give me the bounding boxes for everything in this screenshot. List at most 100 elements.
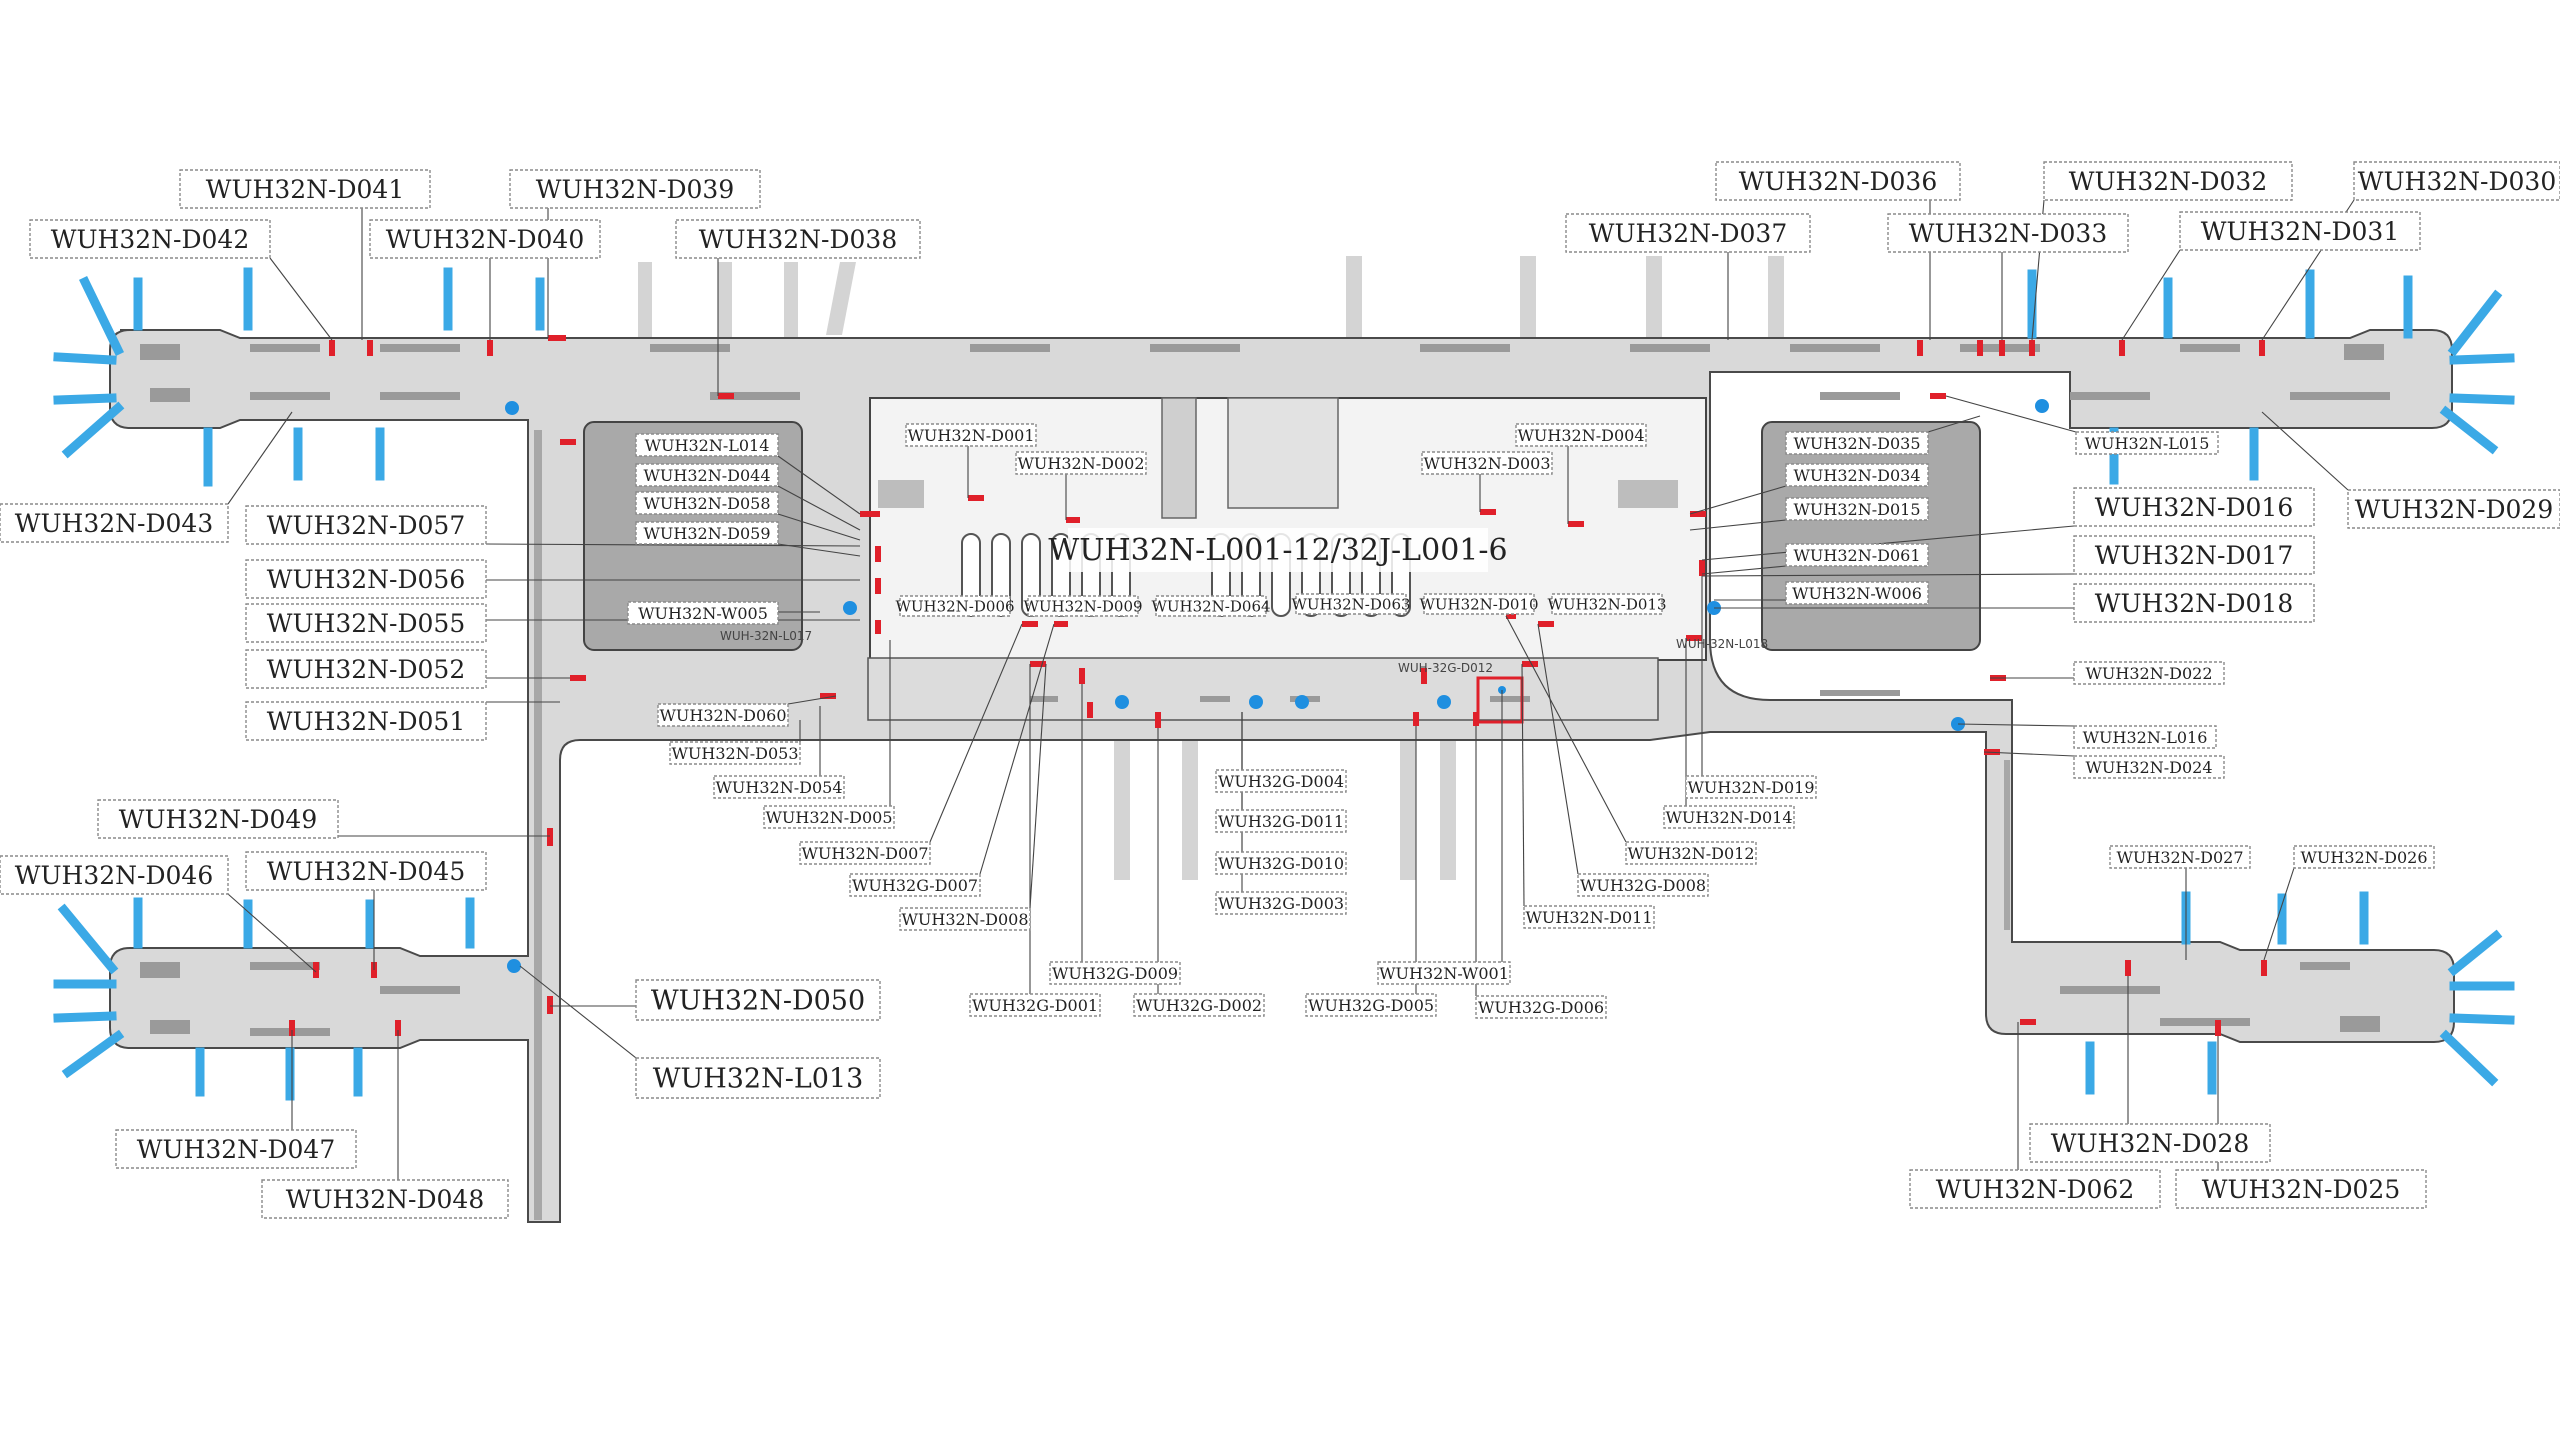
seating-row xyxy=(250,344,320,352)
label-box xyxy=(1049,961,1181,985)
label-box xyxy=(1715,161,1961,201)
door-label: WUH32N-W001 xyxy=(1377,961,1511,985)
label-box xyxy=(97,799,339,839)
door-label: WUH32G-D001 xyxy=(969,993,1101,1017)
label-text: WUH32N-D030 xyxy=(2358,167,2556,196)
label-text: WUH32N-D046 xyxy=(15,861,213,890)
seating-row xyxy=(380,344,460,352)
door-label: WUH32N-D038 xyxy=(675,219,921,259)
boarding-bridge xyxy=(2439,1029,2499,1087)
leader-line xyxy=(1701,565,1787,575)
label-text: WUH32N-D009 xyxy=(1023,597,1142,615)
boarding-bridge xyxy=(2447,289,2503,357)
service-core xyxy=(1161,397,1197,519)
label-box xyxy=(179,169,431,209)
seating-row xyxy=(1150,344,1240,352)
label-box xyxy=(2175,1169,2427,1209)
door-label: WUH32N-D015 xyxy=(1785,497,1929,521)
label-text: WUH32N-D050 xyxy=(651,986,865,1017)
label-text: WUH32N-D061 xyxy=(1793,546,1920,565)
label-text: WUH32N-L015 xyxy=(2085,434,2210,453)
label-box xyxy=(1887,213,2129,253)
boarding-bridge xyxy=(2449,353,2515,365)
label-box xyxy=(635,491,779,515)
boarding-bridge xyxy=(2439,405,2499,455)
door-label: WUH32N-D004 xyxy=(1515,423,1647,447)
door-label: WUH32N-D049 xyxy=(97,799,339,839)
label-box xyxy=(2073,583,2315,623)
label-box xyxy=(1155,595,1267,617)
right-block xyxy=(1761,421,1981,651)
leader-line xyxy=(1927,415,1981,433)
seating-row xyxy=(710,392,800,400)
label-box xyxy=(627,601,779,625)
label-box xyxy=(1515,423,1647,447)
label-text: WUH32N-W001 xyxy=(1379,964,1509,983)
label-box xyxy=(1785,463,1929,487)
central-corridor xyxy=(867,657,1659,721)
door-label: WUH32N-D056 xyxy=(245,559,487,599)
door-label: WUH32G-D010 xyxy=(1215,851,1347,875)
label-text: WUH32G-D004 xyxy=(1218,772,1344,791)
stand-stub xyxy=(784,262,798,342)
location-marker xyxy=(507,959,521,973)
boarding-bridge xyxy=(57,903,119,975)
label-text: WUH32N-D005 xyxy=(765,808,892,827)
label-box xyxy=(245,505,487,545)
boarding-bridge xyxy=(78,275,125,357)
label-text: WUH32N-D060 xyxy=(659,706,786,725)
seating-row xyxy=(2060,986,2160,994)
seating-row xyxy=(1420,344,1510,352)
label-box xyxy=(1133,993,1265,1017)
stand-stub xyxy=(826,262,856,335)
seating-row xyxy=(1200,696,1230,702)
label-text: WUH32N-L014 xyxy=(645,436,770,455)
label-box xyxy=(2179,211,2421,251)
label-text: WUH32N-D036 xyxy=(1739,167,1937,196)
label-box xyxy=(969,993,1101,1017)
door-label: WUH32N-D036 xyxy=(1715,161,1961,201)
label-box xyxy=(905,423,1037,447)
door-label: WUH32N-D013 xyxy=(1547,593,1667,615)
label-box xyxy=(1663,805,1795,829)
label-box xyxy=(1909,1169,2161,1209)
leader-line xyxy=(519,965,637,1059)
seating-row xyxy=(140,344,180,360)
door-label: WUH32N-D012 xyxy=(1625,841,1757,865)
door-label: WUH32N-D016 xyxy=(2073,487,2315,527)
stand-stub xyxy=(1400,730,1416,880)
label-box xyxy=(1785,543,1929,567)
leader-line xyxy=(1505,615,1627,843)
stand-stub xyxy=(638,262,652,342)
location-marker xyxy=(1249,695,1263,709)
door-label: WUH32N-D003 xyxy=(1421,451,1553,475)
seating-row xyxy=(250,392,330,400)
label-text: WUH32N-D058 xyxy=(643,494,770,513)
location-marker xyxy=(505,401,519,415)
door-label: WUH32N-D001 xyxy=(905,423,1037,447)
leader-line xyxy=(2121,249,2181,341)
stand-stub xyxy=(1114,730,1130,880)
boarding-bridge xyxy=(53,1011,117,1023)
location-marker xyxy=(1437,695,1451,709)
label-text: WUH32N-D029 xyxy=(2355,495,2553,524)
door-label: WUH32N-D002 xyxy=(1015,451,1147,475)
leader-line xyxy=(787,695,837,705)
door-label: WUH32N-D040 xyxy=(369,219,601,259)
label-text: WUH32N-D006 xyxy=(895,597,1014,615)
door-label: WUH32N-D025 xyxy=(2175,1169,2427,1209)
label-text: WUH32G-D006 xyxy=(1478,998,1604,1017)
label-text: WUH32G-D011 xyxy=(1218,812,1344,831)
leader-line xyxy=(2261,411,2349,491)
label-text: WUH32N-D053 xyxy=(671,744,798,763)
label-box xyxy=(1423,593,1535,615)
stand-stub xyxy=(1768,256,1784,342)
label-box xyxy=(1421,451,1553,475)
location-marker xyxy=(1295,695,1309,709)
location-marker xyxy=(1115,695,1129,709)
door-label: WUH32N-D052 xyxy=(245,649,487,689)
label-box xyxy=(635,521,779,545)
label-text: WUH32N-D025 xyxy=(2202,1175,2400,1204)
door-label: WUH32N-D058 xyxy=(635,491,779,515)
seating-row xyxy=(1820,392,1900,400)
